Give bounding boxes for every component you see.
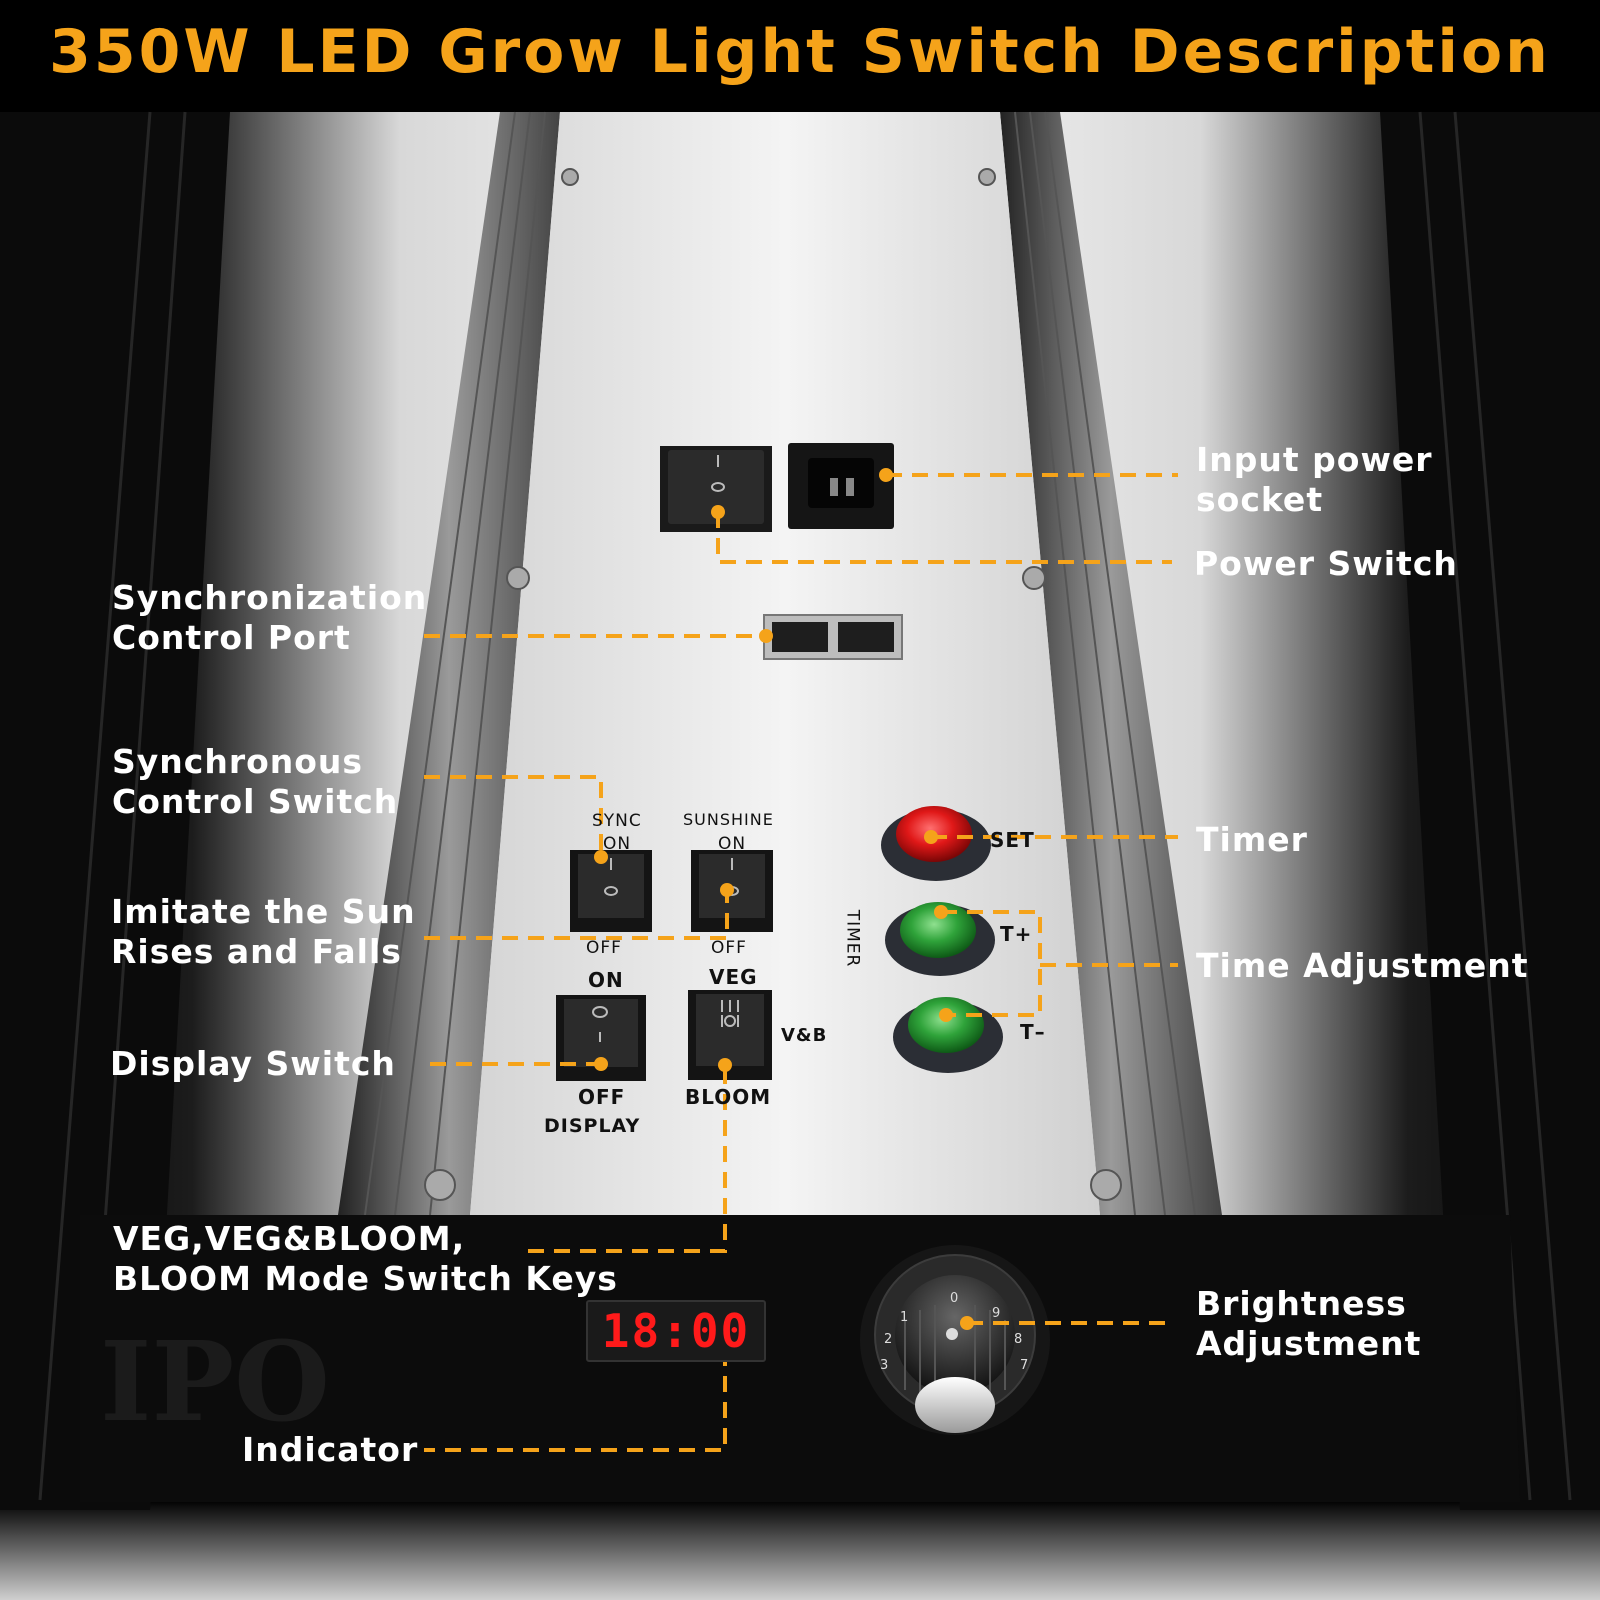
callout-dots bbox=[594, 468, 974, 1357]
panel-label-t-minus: T– bbox=[1020, 1020, 1046, 1044]
page-title: 350W LED Grow Light Switch Description bbox=[49, 17, 1551, 87]
display-readout: 18:00 bbox=[601, 1304, 751, 1358]
callout-time-adjustment: Time Adjustment bbox=[1196, 946, 1529, 985]
bottom-glow bbox=[0, 1500, 1600, 1600]
sync-rocker-switch-icon bbox=[570, 850, 652, 932]
panel-label-veg: VEG bbox=[709, 965, 758, 989]
callout-sync-control-switch: Synchronous Control Switch bbox=[112, 742, 399, 821]
callout-lines bbox=[424, 473, 1178, 1452]
dial-number: 8 bbox=[1014, 1332, 1023, 1347]
time-display: 18:00 bbox=[586, 1300, 766, 1362]
callout-timer: Timer bbox=[1196, 820, 1308, 859]
dial-number: 0 bbox=[950, 1291, 959, 1306]
knob-icon bbox=[860, 1245, 1050, 1435]
dial-number: 7 bbox=[1020, 1358, 1029, 1373]
callout-power-switch: Power Switch bbox=[1194, 544, 1458, 583]
callout-indicator: Indicator bbox=[242, 1430, 419, 1469]
panel-label-sunshine-on: ON bbox=[718, 834, 747, 854]
panel-label-display-off: OFF bbox=[578, 1085, 626, 1109]
display-rocker-switch-icon bbox=[556, 995, 646, 1081]
power-socket-icon bbox=[788, 443, 894, 529]
panel-label-sync-off: OFF bbox=[586, 938, 622, 958]
callout-sync-control-port: Synchronization Control Port bbox=[112, 578, 428, 657]
panel-label-vb: V&B bbox=[781, 1025, 828, 1046]
mode-rocker-switch-icon bbox=[688, 990, 772, 1080]
dial-number: 2 bbox=[884, 1332, 893, 1347]
dial-number: 9 bbox=[992, 1306, 1001, 1321]
callout-imitate-sun: Imitate the Sun Rises and Falls bbox=[111, 892, 416, 971]
dial-number: 3 bbox=[880, 1358, 889, 1373]
panel-label-set: SET bbox=[990, 828, 1035, 852]
dial-number: 1 bbox=[900, 1310, 909, 1325]
panel-label-sync-on: ON bbox=[603, 834, 632, 854]
left-rail bbox=[338, 112, 560, 1215]
panel-label-timer: TIMER bbox=[842, 909, 863, 968]
right-rail bbox=[1000, 112, 1222, 1215]
callout-display-switch: Display Switch bbox=[110, 1044, 396, 1083]
lower-housing bbox=[80, 1215, 1520, 1502]
panel-label-bloom: BLOOM bbox=[685, 1085, 772, 1109]
embossed-logo: IPO bbox=[100, 1317, 330, 1446]
panel-label-sync: SYNC bbox=[592, 811, 642, 831]
rj45-port-icon bbox=[763, 614, 903, 660]
panel-label-display-on: ON bbox=[588, 968, 624, 992]
panel-label-t-plus: T+ bbox=[1000, 922, 1033, 946]
panel-label-display: DISPLAY bbox=[544, 1115, 641, 1137]
screw-icon bbox=[424, 168, 1122, 1201]
panel-label-sunshine-off: OFF bbox=[711, 938, 747, 958]
panel-label-sunshine: SUNSHINE bbox=[683, 810, 774, 829]
callout-brightness-adjustment: Brightness Adjustment bbox=[1196, 1284, 1422, 1363]
time-plus-button-icon bbox=[885, 902, 995, 976]
time-minus-button-icon bbox=[893, 997, 1003, 1073]
callout-input-power-socket: Input power socket bbox=[1196, 440, 1433, 519]
callout-mode-switch-keys: VEG,VEG&BLOOM, BLOOM Mode Switch Keys bbox=[113, 1219, 618, 1298]
